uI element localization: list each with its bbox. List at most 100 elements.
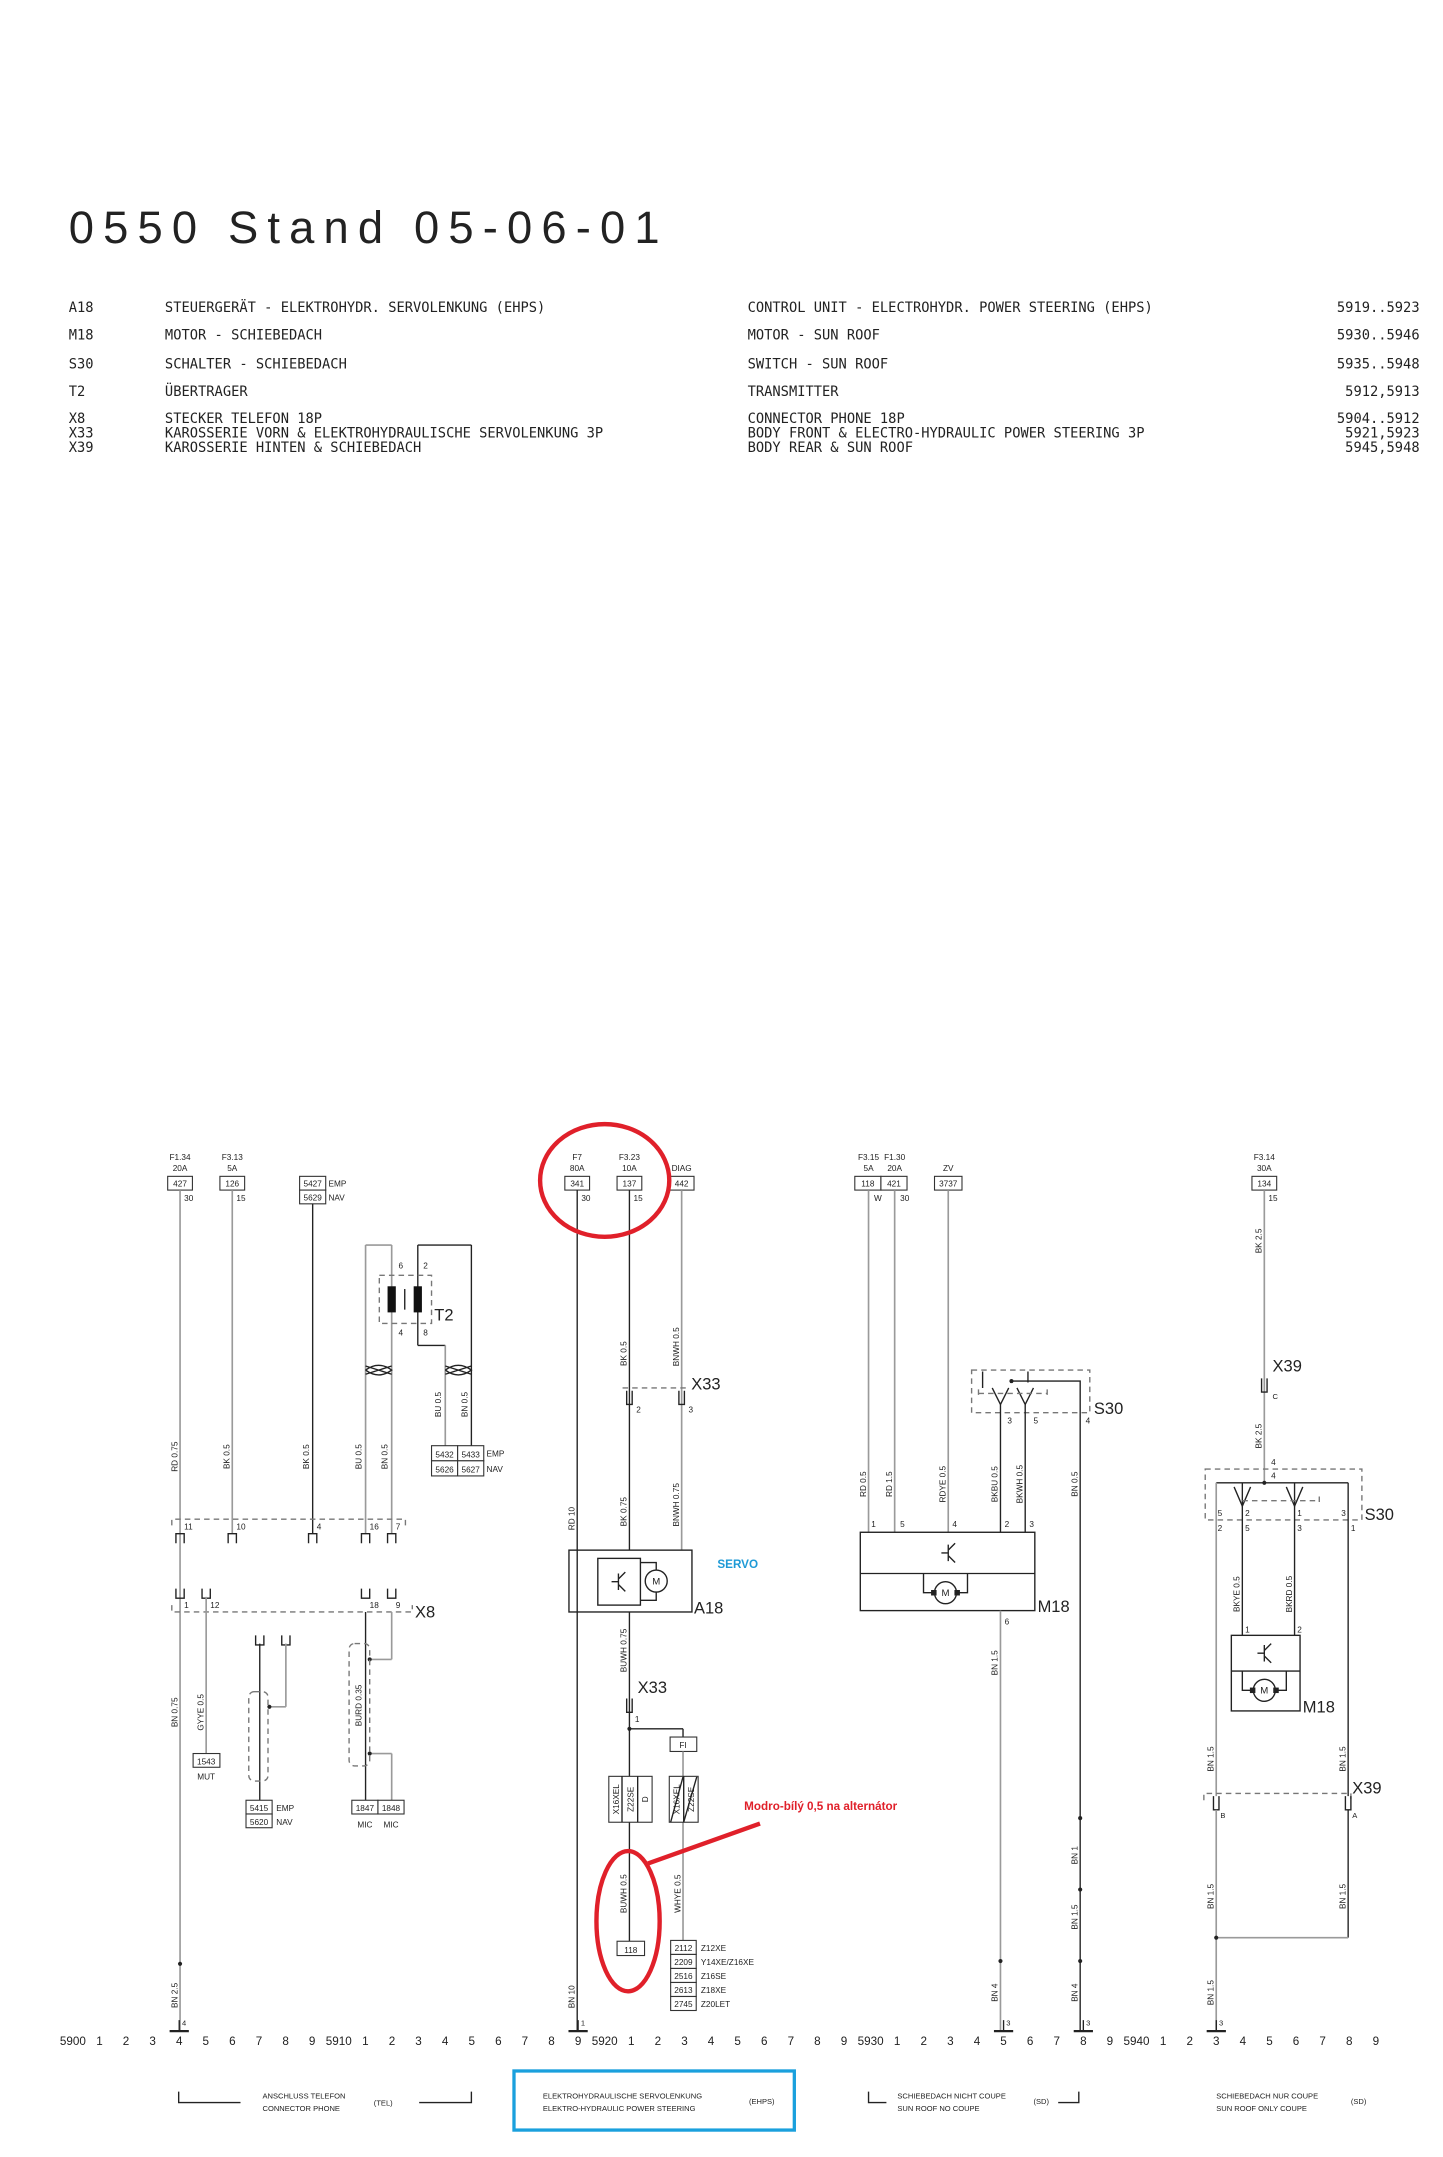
page-ruler-label: 4 <box>1240 2035 1247 2048</box>
connector-pin <box>1212 1796 1220 1811</box>
highlight-box <box>512 2069 796 2132</box>
fuse-label: F3.23 <box>619 1153 640 1162</box>
label: 8 <box>423 1329 428 1338</box>
connector-pin <box>625 1698 633 1713</box>
wire-label: RD 0.75 <box>170 1441 179 1472</box>
section-title-en: SUN ROOF NO COUPE <box>897 2104 979 2113</box>
wire-label: BN 4 <box>1070 1983 1079 2002</box>
junction-dot <box>267 1704 272 1709</box>
legend-english: CONTROL UNIT - ELECTROHYDR. POWER STEERI… <box>748 300 1153 316</box>
component-label: X33 <box>638 1679 667 1697</box>
page-ruler-label: 5910 <box>326 2035 352 2048</box>
wire-label: BN 0.75 <box>170 1697 179 1727</box>
label: 20A <box>887 1164 902 1173</box>
page-ruler-label: 4 <box>708 2035 715 2048</box>
label: F3.15 <box>858 1153 879 1162</box>
control-unit-inner <box>597 1557 642 1606</box>
wire-label: BNWH 0.75 <box>672 1483 681 1527</box>
page-ruler-label: 5940 <box>1124 2035 1150 2048</box>
legend-english: SWITCH - SUN ROOF <box>748 356 889 372</box>
label: 2209 <box>674 1958 693 1967</box>
label: MIC <box>357 1821 372 1830</box>
page-ruler-label: 1 <box>1160 2035 1167 2048</box>
pin-number: 5 <box>1218 1509 1223 1518</box>
connector-pin <box>625 1390 633 1406</box>
legend-pages: 5919..5923 <box>1337 300 1420 316</box>
fuse-terminal-box <box>616 1175 643 1191</box>
pin-number: 2 <box>1218 1524 1223 1533</box>
pin-number: 16 <box>370 1523 380 1532</box>
label: EMP <box>487 1450 505 1459</box>
wire-label: BKYE 0.5 <box>1233 1576 1242 1612</box>
page-ruler-label: 1 <box>362 2035 368 2048</box>
twisted-pair-icon <box>444 1364 473 1376</box>
pin-number: 1 <box>1297 1509 1302 1518</box>
section-bracket <box>177 2091 473 2104</box>
page-ruler-label: 1 <box>894 2035 901 2048</box>
label: 4 <box>1271 1472 1276 1481</box>
highlight-ellipse <box>594 1848 662 1994</box>
pin-number: 2 <box>1005 1520 1010 1529</box>
terminal-box <box>933 1175 963 1191</box>
label: 4 <box>1271 1458 1276 1467</box>
connector-pin <box>281 1635 291 1646</box>
component-label: X39 <box>1352 1779 1381 1797</box>
wire <box>669 1776 684 1823</box>
label: X16XEL <box>612 1784 621 1815</box>
section-title-de: SCHIEBEDACH NICHT COUPE <box>897 2091 1005 2100</box>
page-ruler-label: 6 <box>495 2035 501 2048</box>
connector-outline <box>1203 1792 1352 1801</box>
legend-german: KAROSSERIE HINTEN & SCHIEBEDACH <box>165 440 421 456</box>
wire-label: BK 0.5 <box>620 1341 629 1366</box>
label: D <box>641 1796 650 1802</box>
label: 4 <box>1086 1417 1091 1426</box>
terminal-number: 126 <box>225 1180 239 1189</box>
sunroof-motor-m18 <box>1230 1634 1301 1712</box>
wire-label: BN 1 <box>1070 1846 1079 1865</box>
wire-label: GYYE 0.5 <box>196 1694 205 1731</box>
label: C <box>1273 1392 1279 1401</box>
legend-code: X8 <box>69 411 86 427</box>
label: Z22SE <box>687 1786 696 1812</box>
legend-code: M18 <box>69 327 94 343</box>
pin-number: 3 <box>1341 1509 1346 1518</box>
label: 5620 <box>250 1818 269 1827</box>
wire-label: BKWH 0.5 <box>1015 1465 1024 1504</box>
servo-annotation: SERVO <box>717 1558 758 1571</box>
page-ruler-label: 7 <box>522 2035 529 2048</box>
sunroof-motor-m18 <box>859 1531 1036 1612</box>
wire-label: WHYE 0.5 <box>673 1874 682 1913</box>
legend-german: SCHALTER - SCHIEBEDACH <box>165 356 347 372</box>
label: Y14XE/Z16XE <box>701 1958 755 1967</box>
wire-label: BK 0.75 <box>620 1497 629 1527</box>
pin-number: 7 <box>396 1523 401 1532</box>
connector-pin <box>201 1588 211 1599</box>
wire-label: BN 1.5 <box>1070 1904 1079 1930</box>
terminal-box <box>670 1995 697 2012</box>
fuse-label: F3.13 <box>222 1153 243 1162</box>
label: EMP <box>276 1804 294 1813</box>
page-ruler-label: 2 <box>1186 2035 1193 2048</box>
label: 1 <box>1245 1626 1250 1635</box>
junction-dot <box>998 1958 1003 1964</box>
legend-english: CONNECTOR PHONE 18P <box>748 411 905 427</box>
section-code: (SD) <box>1033 2097 1049 2106</box>
legend-pages: 5904..5912 <box>1337 411 1420 427</box>
fuse-terminal-box <box>1251 1175 1278 1191</box>
pin-number: 11 <box>184 1523 193 1532</box>
wire-label: BN 0.5 <box>381 1444 390 1470</box>
terminal-box <box>377 1799 405 1815</box>
label: 118 <box>861 1180 875 1189</box>
page-ruler-label: 1 <box>628 2035 635 2048</box>
pin-number: 3 <box>1029 1520 1034 1529</box>
section-code: (TEL) <box>374 2098 393 2107</box>
motor-brush <box>931 1589 937 1596</box>
section-title-en: ELEKTRO-HYDRAULIC POWER STEERING <box>543 2104 696 2113</box>
label: 2613 <box>674 1986 693 1995</box>
terminal-box <box>245 1813 273 1829</box>
label: Z18XE <box>701 1986 727 1995</box>
label: 3 <box>689 1406 694 1415</box>
wire-label: BK 2.5 <box>1255 1228 1264 1253</box>
fuse-label: F3.14 <box>1254 1153 1275 1162</box>
